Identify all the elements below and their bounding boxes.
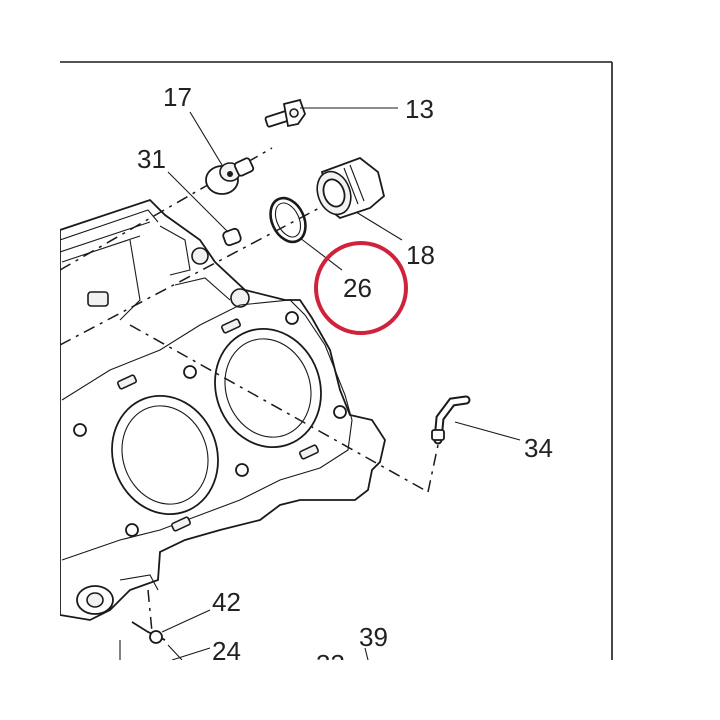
assembly-centerlines bbox=[60, 147, 439, 633]
callout-34: 34 bbox=[524, 433, 553, 463]
callout-42: 42 bbox=[212, 587, 241, 617]
lower-fittings bbox=[119, 621, 369, 660]
callout-26: 26 bbox=[343, 273, 372, 303]
dowel-pin-31 bbox=[222, 227, 242, 247]
highlight-circle bbox=[314, 241, 408, 335]
callout-31: 31 bbox=[137, 144, 166, 174]
leader-lines bbox=[161, 107, 521, 661]
callout-13: 13 bbox=[405, 94, 434, 124]
callout-17: 17 bbox=[163, 82, 192, 112]
callout-18: 18 bbox=[406, 240, 435, 270]
callout-39: 39 bbox=[359, 622, 388, 652]
o-ring-26 bbox=[269, 196, 307, 244]
engine-block bbox=[60, 198, 386, 621]
sensor-17 bbox=[205, 157, 255, 195]
fitting-18 bbox=[316, 156, 386, 220]
bolt-13 bbox=[264, 98, 307, 128]
hose-fitting-34 bbox=[431, 395, 471, 445]
page-margin bbox=[0, 660, 720, 720]
drawing-frame bbox=[60, 61, 613, 660]
callout-labels: 17 13 31 18 26 34 42 24 39 33 bbox=[137, 82, 553, 679]
callout-33: 33 bbox=[316, 649, 345, 679]
